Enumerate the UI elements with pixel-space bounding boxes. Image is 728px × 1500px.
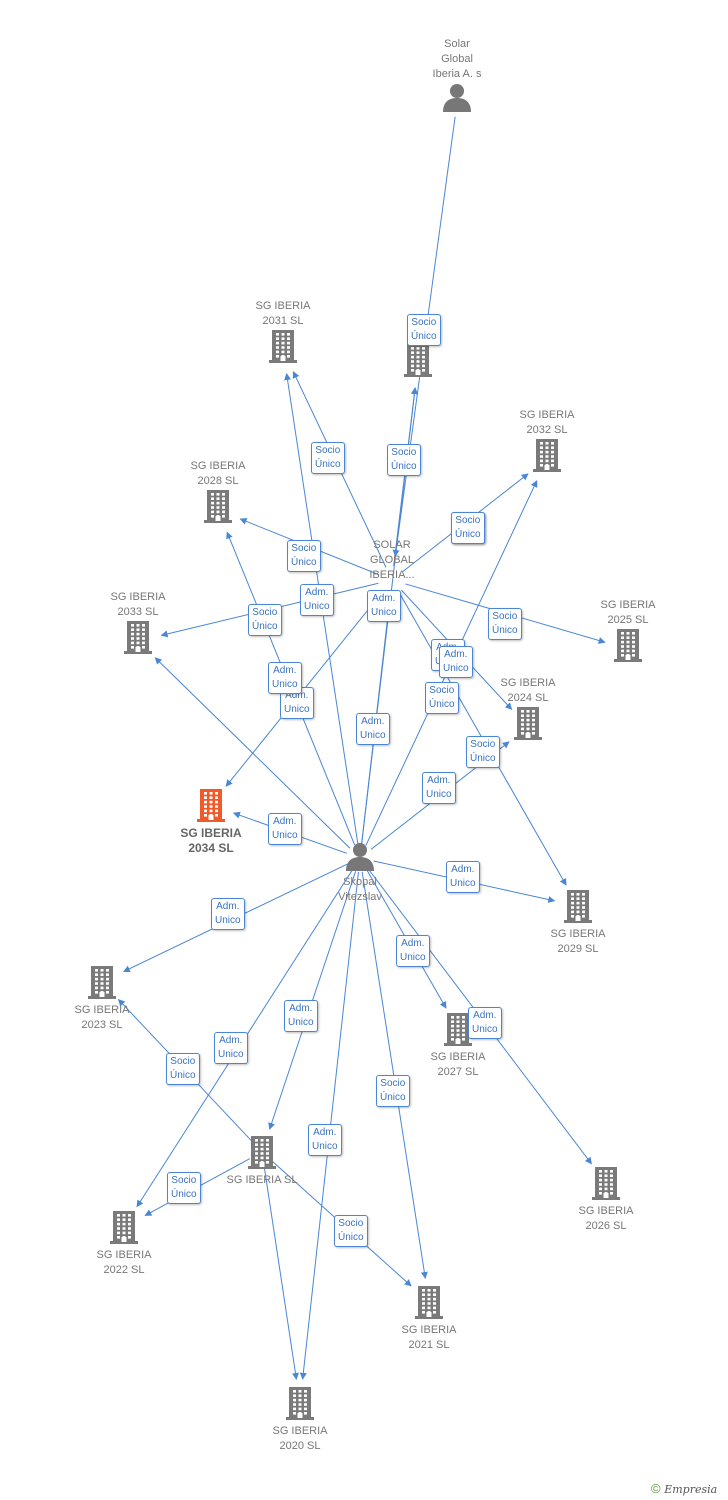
building-icon [564,890,592,923]
building-icon [404,344,432,377]
edge-label-solar_global-sg2025[interactable]: Socio Único [488,608,522,640]
edge-label-solar_global-sg2034[interactable]: Socio Único [425,682,459,714]
person-icon [443,84,471,112]
building-icon [248,1136,276,1169]
edge-label-solar_iberia-solar_global[interactable]: Socio Único [407,314,441,346]
edge-label-skopal-sg2033[interactable]: Adm. Unico [268,662,302,694]
copyright-footer: © Empresia [651,1481,717,1496]
building-icon [286,1387,314,1420]
edge-label-sgsl-sg2023[interactable]: Socio Único [376,1075,410,1107]
edge-label-solar_global-sg2031[interactable]: Socio Único [387,444,421,476]
edge-label-skopal-sg2032[interactable]: Socio Único [451,512,485,544]
edge-label-sgsl-sg2022[interactable]: Socio Único [166,1053,200,1085]
building-icon [204,490,232,523]
edge-label-skopal-sg2031[interactable]: Adm. Unico [300,584,334,616]
edge-label-sgsl-sg2021[interactable]: Socio Único [167,1172,201,1204]
building-icon [444,1013,472,1046]
building-icon [269,330,297,363]
edge-label-sgsl-sg2020[interactable]: Socio Único [334,1215,368,1247]
edge-label-skopal-sg2020[interactable]: Adm. Unico [308,1124,342,1156]
edge-label-solar_global-sg2033[interactable]: Socio Único [248,604,282,636]
edge-sgsl-sg2020 [263,1165,299,1380]
building-icon [533,439,561,472]
edge-label-skopal-sg2022[interactable]: Adm. Unico [284,1000,318,1032]
building-icon [415,1286,443,1319]
edge-skopal-sg2033 [154,657,351,849]
building-icon [592,1167,620,1200]
edge-label-solar_global-sg2028[interactable]: Socio Único [287,540,321,572]
building-icon [614,629,642,662]
person-icon [346,843,374,871]
node-label: SG IBERIA SL [226,1174,298,1186]
building-icon [88,966,116,999]
edge-label-skopal-sg2024[interactable]: Adm. Unico [439,646,473,678]
edge-label-skopal-sg2027[interactable]: Adm. Unico [422,772,456,804]
edge-label-skopal-sg2029[interactable]: Adm. Unico [446,861,480,893]
node-sgsl[interactable]: SG IBERIA SL [202,1135,322,1188]
copyright-symbol: © [651,1481,661,1496]
edge-label-skopal-sg2026[interactable]: Adm. Unico [396,935,430,967]
edge-label-skopal-solar_global[interactable]: Adm. Unico [367,590,401,622]
edge-label-skopal-sg2023[interactable]: Adm. Unico [211,898,245,930]
building-icon [110,1211,138,1244]
building-icon [124,621,152,654]
edge-label-skopal-sg2034[interactable]: Adm. Unico [268,813,302,845]
edge-label-solar_global-sg20x[interactable]: Socio Único [311,442,345,474]
edge-label-skopal-sg2021[interactable]: Adm. Unico [214,1032,248,1064]
edge-label-skopal-sg20x[interactable]: Adm. Unico [356,713,390,745]
brand-logo-text[interactable]: Empresia [664,1483,718,1496]
building-icon [197,789,225,822]
building-icon [514,707,542,740]
edge-label-solar_global-sg2029[interactable]: Socio Único [466,736,500,768]
edge-label-skopal-sgsl[interactable]: Adm. Unico [468,1007,502,1039]
